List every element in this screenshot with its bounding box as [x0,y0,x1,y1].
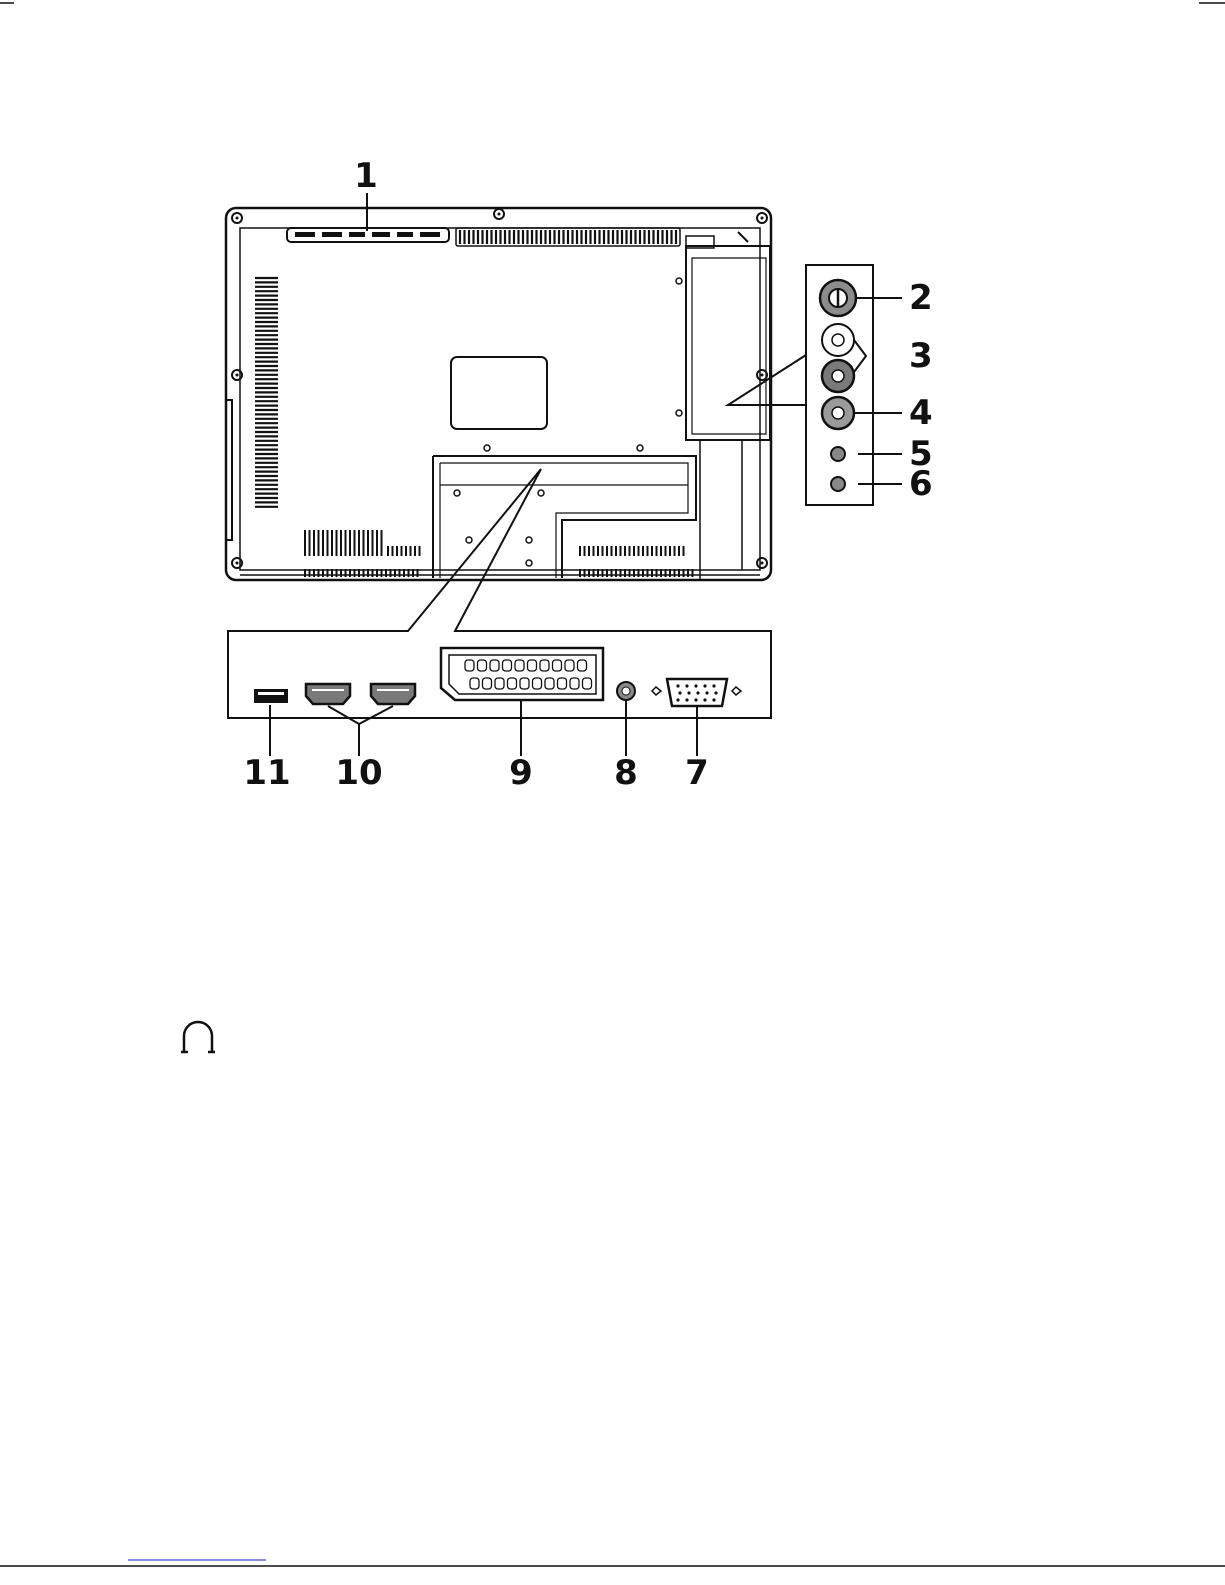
callout-7: 7 [685,753,709,793]
top-vent [456,228,680,246]
side-panel-detail [728,265,902,505]
callout-6: 6 [909,464,933,504]
footer-rules [0,1560,1225,1566]
vga-port [652,679,741,706]
housing-outline [226,208,771,580]
scart-port [441,648,603,700]
bottom-connector-bay [433,456,696,578]
mini-av-jack [831,477,845,491]
vesa-label-plate [451,357,547,429]
hdmi-port-2 [371,684,415,704]
usb-port [254,689,288,703]
callout-2: 2 [909,278,933,318]
callout-9: 9 [509,753,533,793]
left-vent [255,278,278,507]
audio-rca-red [822,360,854,392]
audio-rca-white [822,324,854,356]
callout-8: 8 [614,753,638,793]
antenna-socket [820,280,856,316]
callout-10: 10 [335,753,382,793]
video-rca [822,397,854,429]
callout-11: 11 [243,753,290,793]
callout-1: 1 [354,156,378,196]
callout-3: 3 [909,336,933,376]
coaxial-output [617,682,635,700]
callout-4: 4 [909,393,933,433]
hdmi-port-1 [306,684,350,704]
headphone-jack [831,447,845,461]
tv-back-housing [226,208,771,580]
bottom-panel-outline [228,469,771,718]
bottom-panel-detail [228,469,771,756]
side-panel-pointer [728,355,806,405]
mount-screws [454,278,682,566]
headphone-icon [181,1022,215,1052]
